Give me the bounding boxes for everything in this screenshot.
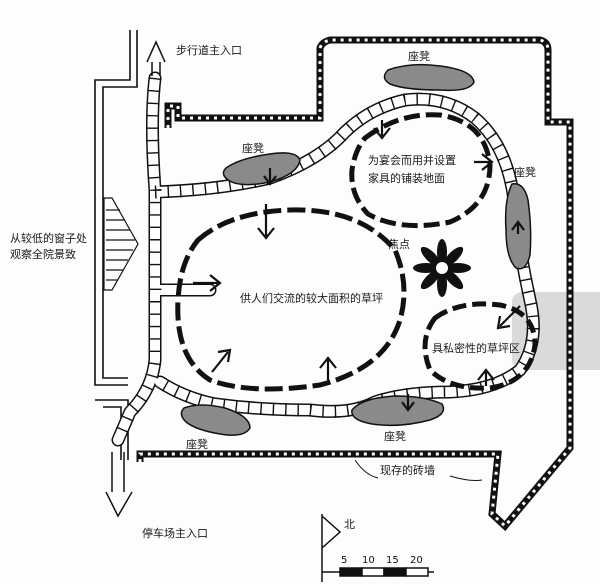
label-private-lawn: 具私密性的草坪区 — [432, 341, 520, 355]
bench-top-right — [383, 63, 475, 92]
label-bench-upper-left: 座凳 — [242, 141, 264, 155]
focal-point-sculpture — [413, 239, 471, 297]
scale-tick-5: 5 — [341, 555, 347, 566]
entrance-arrow-bottom — [105, 452, 133, 518]
stepping-stone-paths — [111, 71, 540, 447]
bench-upper-left — [222, 152, 301, 186]
label-bench-bottom-right: 座凳 — [384, 429, 406, 443]
label-north: 北 — [344, 518, 355, 531]
large-lawn-boundary — [175, 207, 407, 392]
entrance-arrow-top — [146, 40, 166, 76]
label-paved-area-line2: 家具的铺装地面 — [368, 171, 445, 185]
existing-brick-wall — [136, 36, 574, 532]
paved-area-boundary — [349, 112, 493, 229]
label-left-view-line2: 观察全院景致 — [10, 247, 76, 261]
label-large-lawn: 供人们交流的较大面积的草坪 — [240, 291, 383, 305]
building-outline — [94, 30, 138, 460]
label-focal-point: 焦点 — [388, 238, 410, 251]
label-existing-wall: 现存的砖墙 — [380, 463, 435, 477]
bench-shapes — [180, 63, 532, 436]
bench-bottom-right — [351, 395, 445, 427]
label-bench-top: 座凳 — [408, 49, 430, 63]
bench-bottom-left — [180, 404, 251, 436]
label-bench-right: 座凳 — [514, 165, 536, 179]
label-bench-bottom-left: 座凳 — [186, 437, 208, 451]
scale-tick-10: 10 — [362, 555, 375, 566]
scale-tick-20: 20 — [410, 555, 423, 566]
wall-leader-line — [354, 459, 483, 481]
scale-tick-15: 15 — [386, 555, 399, 566]
view-arrow — [103, 197, 139, 291]
scale-bar — [322, 567, 434, 577]
north-arrow — [321, 514, 342, 582]
label-top-entrance: 步行道主入口 — [176, 43, 242, 57]
label-paved-area-line1: 为宴会而用并设置 — [368, 153, 456, 167]
label-left-view-line1: 从较低的窗子处 — [10, 231, 87, 245]
circulation-arrows — [193, 120, 525, 412]
label-parking-entrance: 停车场主入口 — [142, 526, 208, 540]
